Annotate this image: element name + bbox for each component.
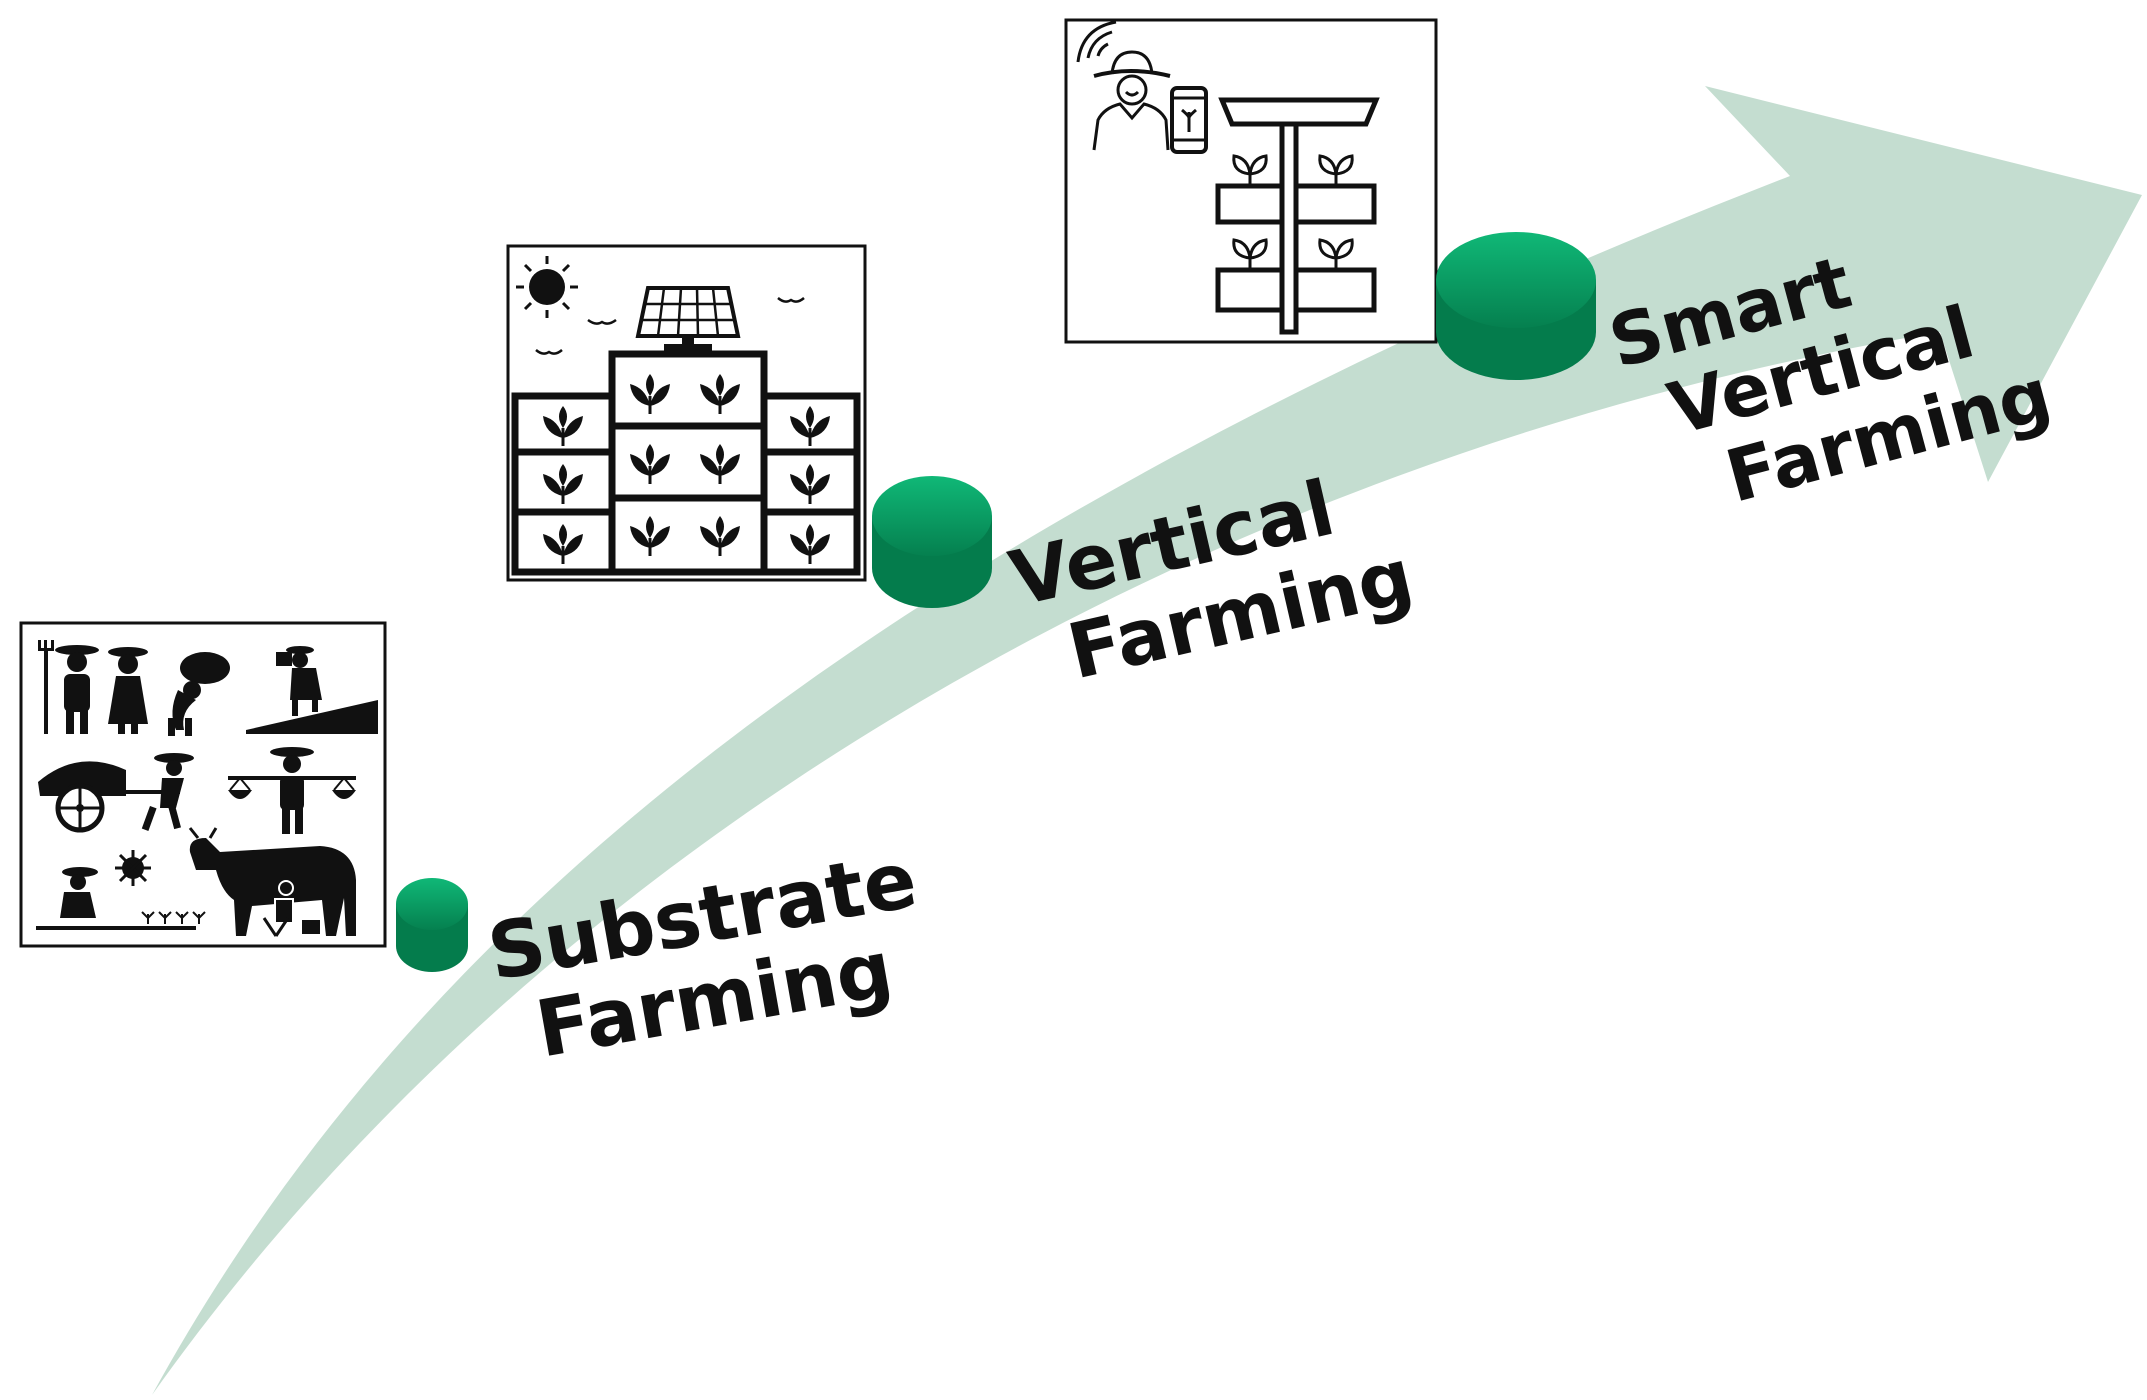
tower-plant-icon [1318,154,1354,186]
solar-vertical-farm-icon [506,244,867,582]
sprout-icon [543,464,583,504]
stage-1-label: Substrate Farming [482,835,924,1076]
tower-plant-icon [1232,154,1268,186]
stage-nodes [396,232,1596,972]
node-top [396,878,468,930]
sprout-icon [700,444,740,484]
sprout-icon [630,516,670,556]
sprout-icon [790,464,830,504]
node-top [872,476,992,556]
stage-1-node [396,878,468,972]
sprout-icon [700,374,740,414]
sprout-icon [790,524,830,564]
sprout-icon [630,374,670,414]
sprout-icon [630,444,670,484]
tower-plant-icon [1232,238,1268,270]
tower-plants [1232,154,1354,270]
traditional-farmers-icon [19,621,387,948]
tower-plant-icon [1318,238,1354,270]
stage-2-node [872,476,992,608]
sprout-icon [790,406,830,446]
sprout-icon [543,406,583,446]
sprout-icon [543,524,583,564]
sprout-icon [700,516,740,556]
node-top [1436,232,1596,328]
smart-farmer-tower-icon [1064,18,1438,344]
stage-3-node [1436,232,1596,380]
plant-grid [543,374,830,564]
progress-arrow [152,86,2142,1395]
